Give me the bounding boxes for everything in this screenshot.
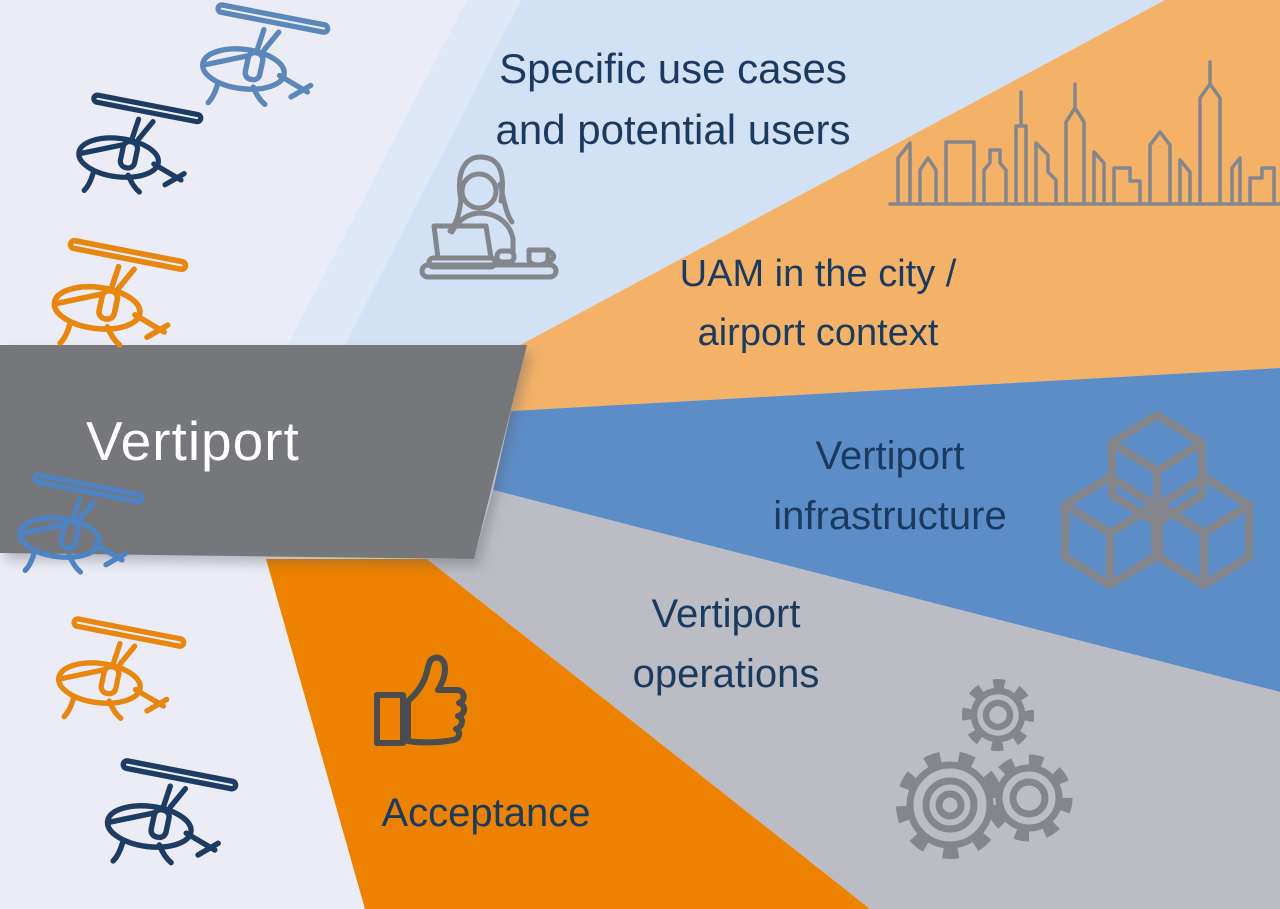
vertiport-box [0, 345, 527, 559]
ray-label-operations: Vertiport operations [633, 584, 820, 704]
ray-label-line: UAM in the city / [679, 253, 957, 295]
ray-use-cases-highlight [288, 0, 521, 345]
ray-label-line: Specific use cases [499, 45, 847, 92]
city-skyline-icon [888, 60, 1280, 206]
woman-laptop-icon [419, 154, 559, 280]
ray-label-line: airport context [697, 312, 939, 354]
vertiport-box-title: Vertiport [86, 410, 300, 472]
ray-infrastructure [493, 368, 1280, 692]
ray-label-line: Vertiport [815, 434, 965, 478]
ray-label-use-cases: Specific use cases and potential users [496, 38, 851, 160]
ray-label-infrastructure: Vertiport infrastructure [773, 426, 1006, 546]
ray-use-cases [288, 0, 1165, 345]
ray-label-acceptance: Acceptance [381, 789, 590, 837]
ray-acceptance [266, 559, 870, 909]
thumbs-up-icon [374, 654, 468, 746]
cubes-icon [1061, 411, 1253, 589]
ray-label-line: and potential users [495, 106, 851, 153]
gears-icon [896, 679, 1073, 859]
ray-label-line: operations [632, 652, 820, 696]
ray-label-line: Vertiport [651, 592, 801, 636]
ray-label-uam-city: UAM in the city / airport context [680, 245, 957, 363]
ray-label-line: infrastructure [773, 494, 1007, 538]
ray-label-line: Acceptance [381, 791, 591, 835]
